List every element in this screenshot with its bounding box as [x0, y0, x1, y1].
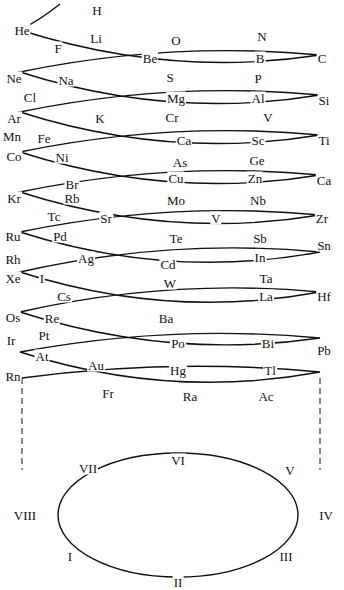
element-symbol: Be — [142, 52, 158, 65]
element-symbol: P — [253, 72, 262, 85]
element-symbol: Pb — [316, 344, 332, 357]
element-symbol: Na — [57, 74, 74, 87]
element-symbol: Cl — [23, 91, 37, 104]
element-symbol: Ca — [316, 174, 332, 187]
element-symbol: V — [210, 212, 221, 225]
group-numeral: IV — [318, 509, 334, 522]
element-symbol: Al — [251, 92, 266, 105]
element-symbol: Pt — [38, 329, 51, 342]
group-numeral: VI — [170, 454, 186, 467]
element-symbol: Os — [5, 311, 21, 324]
element-symbol: Ti — [317, 134, 330, 147]
element-symbol: Ac — [257, 390, 274, 403]
element-symbol: Fe — [37, 132, 52, 145]
element-symbol: Ra — [182, 390, 198, 403]
element-symbol: Kr — [6, 192, 22, 205]
element-symbol: Ne — [5, 72, 22, 85]
element-symbol: La — [258, 290, 274, 303]
element-symbol: N — [256, 30, 267, 43]
element-symbol: Si — [318, 94, 331, 107]
element-symbol: Sr — [99, 212, 113, 225]
element-symbol: W — [163, 277, 177, 290]
element-symbol: Bi — [261, 337, 275, 350]
element-symbol: Br — [65, 178, 80, 191]
element-symbol: C — [317, 52, 328, 65]
element-symbol: Co — [5, 150, 22, 163]
element-symbol: V — [262, 111, 273, 124]
element-symbol: Cr — [165, 111, 180, 124]
element-symbol: F — [53, 42, 62, 55]
group-numeral: V — [284, 464, 295, 477]
element-symbol: Sn — [316, 239, 332, 252]
element-symbol: Mg — [166, 92, 186, 105]
element-symbol: Rn — [4, 370, 21, 383]
element-symbol: Ni — [55, 151, 70, 164]
element-symbol: Ge — [248, 154, 265, 167]
element-symbol: At — [35, 350, 50, 363]
element-symbol: Xe — [4, 272, 21, 285]
element-symbol: Sc — [251, 134, 266, 147]
projection-line — [320, 378, 321, 470]
projection-line — [22, 378, 23, 470]
element-symbol: Re — [44, 312, 60, 325]
element-symbol: Ta — [259, 272, 274, 285]
element-symbol: S — [165, 71, 174, 84]
element-symbol: Rh — [4, 253, 21, 266]
element-symbol: Ba — [158, 312, 174, 325]
element-symbol: Cu — [167, 172, 184, 185]
base-circle — [58, 453, 298, 577]
element-symbol: Pd — [52, 230, 68, 243]
element-symbol: Ca — [176, 134, 192, 147]
element-symbol: Nb — [249, 194, 267, 207]
element-symbol: Rb — [63, 192, 80, 205]
group-numeral: I — [67, 550, 73, 563]
element-symbol: Au — [87, 359, 105, 372]
element-symbol: He — [13, 24, 30, 37]
element-symbol: Zn — [247, 172, 263, 185]
element-symbol: K — [94, 112, 105, 125]
element-symbol: B — [255, 52, 266, 65]
element-symbol: Cs — [56, 290, 72, 303]
group-numeral: VII — [78, 462, 98, 475]
element-symbol: Mn — [2, 130, 22, 143]
element-symbol: Ag — [77, 252, 95, 265]
element-symbol: Tc — [47, 210, 62, 223]
element-symbol: Li — [89, 32, 103, 45]
element-symbol: Hg — [169, 364, 187, 377]
group-numeral: VIII — [13, 509, 37, 522]
element-symbol: Zr — [315, 212, 329, 225]
group-numeral: II — [173, 576, 184, 589]
element-symbol: Ir — [6, 334, 17, 347]
element-symbol: As — [172, 156, 188, 169]
element-symbol: O — [170, 34, 181, 47]
element-symbol: Tl — [263, 364, 277, 377]
group-numeral: III — [279, 550, 294, 563]
element-symbol: Mo — [166, 194, 186, 207]
element-symbol: H — [91, 4, 102, 17]
element-symbol: Ru — [4, 230, 21, 243]
spiral-curve — [20, 4, 320, 382]
element-symbol: Fr — [101, 387, 115, 400]
element-symbol: Sb — [252, 232, 268, 245]
element-symbol: Te — [169, 232, 184, 245]
element-symbol: Po — [170, 337, 186, 350]
element-symbol: Hf — [316, 290, 332, 303]
element-symbol: I — [39, 272, 45, 285]
element-symbol: In — [254, 251, 267, 264]
element-symbol: Ar — [6, 112, 22, 125]
element-symbol: Cd — [159, 258, 176, 271]
